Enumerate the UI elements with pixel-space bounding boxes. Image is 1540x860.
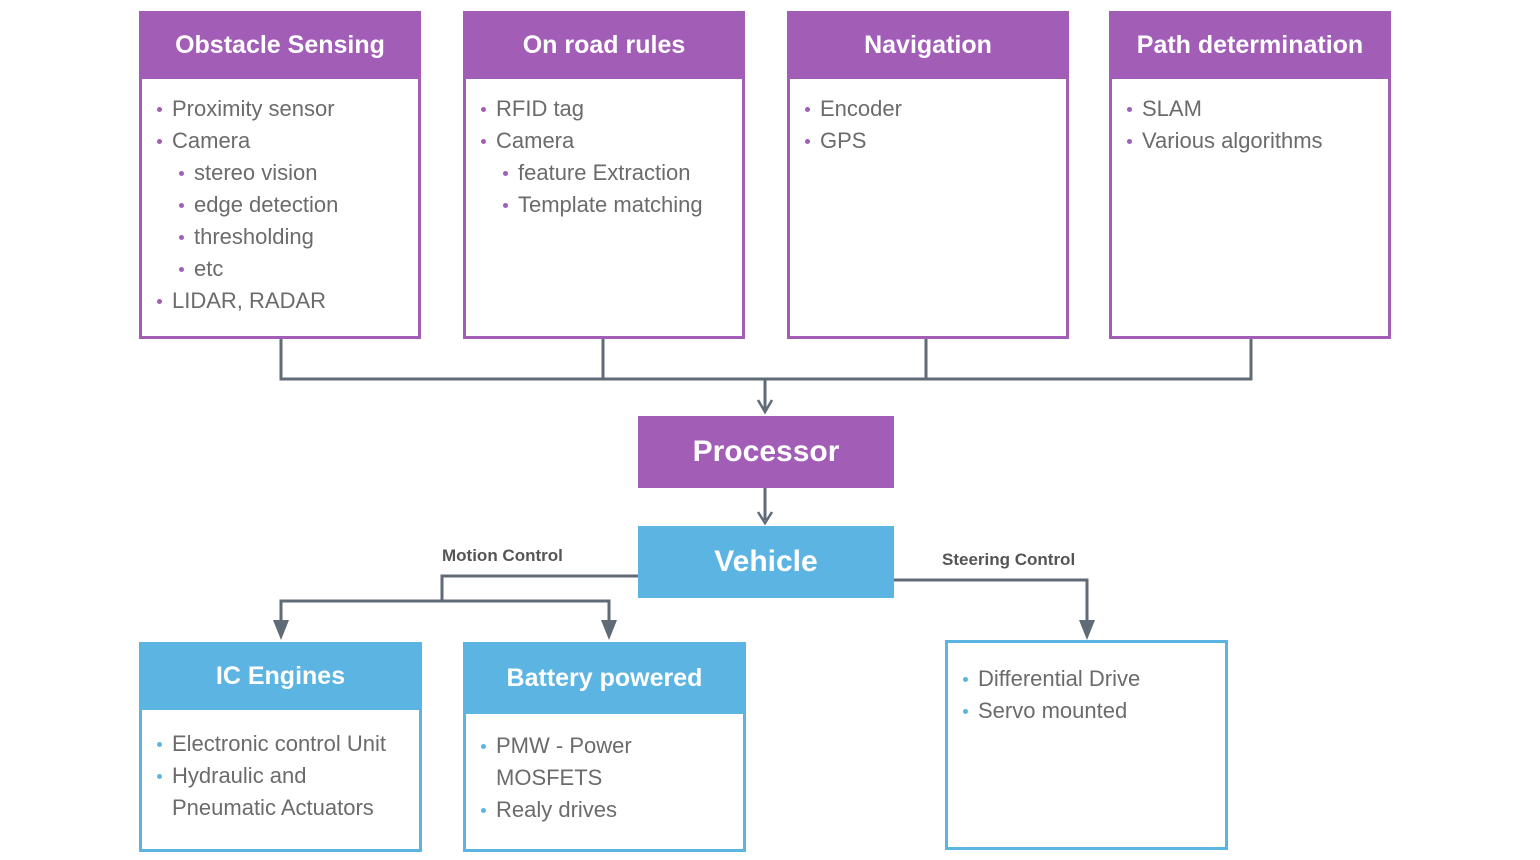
- sub-list-item: Template matching: [502, 189, 742, 221]
- list-item: Servo mounted: [962, 695, 1225, 727]
- list-item: Realy drives: [480, 794, 743, 826]
- list-item: PMW - Power MOSFETS: [480, 730, 743, 794]
- list-item: Camera: [480, 125, 742, 157]
- arrowhead-battery: [601, 620, 617, 640]
- box-title: On road rules: [463, 11, 745, 79]
- box-title: Obstacle Sensing: [139, 11, 421, 79]
- sub-list-item: edge detection: [178, 189, 418, 221]
- arrowhead-steering: [1079, 620, 1095, 640]
- list-item: Differential Drive: [962, 663, 1225, 695]
- list-item: LIDAR, RADAR: [156, 285, 418, 317]
- sub-list-item: etc: [178, 253, 418, 285]
- processor-node: Processor: [638, 416, 894, 488]
- motion-control-label: Motion Control: [442, 546, 563, 565]
- list-item: Proximity sensor: [156, 93, 418, 125]
- box-title: Navigation: [787, 11, 1069, 79]
- list-item: Various algorithms: [1126, 125, 1388, 157]
- connector-obstacle: [279, 338, 765, 381]
- box-title: Path determination: [1109, 11, 1391, 79]
- list-item: Encoder: [804, 93, 1066, 125]
- arrowhead-vehicle: [756, 511, 774, 526]
- arrowhead-ic-engines: [273, 620, 289, 640]
- steering-control-label: Steering Control: [942, 550, 1076, 569]
- arrowhead-processor: [756, 399, 774, 415]
- list-item: Hydraulic and Pneumatic Actuators: [156, 760, 419, 824]
- connector-motion: [279, 574, 638, 632]
- sub-list-item: feature Extraction: [502, 157, 742, 189]
- list-item: RFID tag: [480, 93, 742, 125]
- list-item: Camera: [156, 125, 418, 157]
- sub-list-item: stereo vision: [178, 157, 418, 189]
- sub-list-item: thresholding: [178, 221, 418, 253]
- vehicle-node: Vehicle: [638, 526, 894, 598]
- list-item: GPS: [804, 125, 1066, 157]
- box-title: IC Engines: [139, 642, 422, 710]
- connector-path: [765, 338, 1253, 381]
- list-item: Electronic control Unit: [156, 728, 419, 760]
- list-item: SLAM: [1126, 93, 1388, 125]
- connector-steering: [893, 578, 1089, 632]
- box-title: Battery powered: [463, 642, 746, 714]
